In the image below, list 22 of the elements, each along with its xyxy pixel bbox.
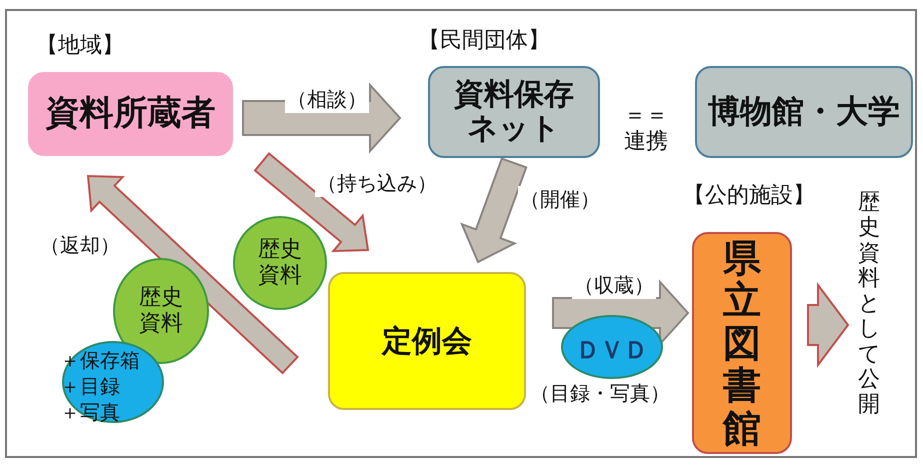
block-arrow — [460, 157, 528, 264]
vertical-caption: 歴史資料として公開 — [858, 190, 880, 418]
group-heading: 【公的施設】 — [683, 182, 815, 210]
group-heading: 【地域】 — [36, 32, 124, 60]
note-text: ＋写真 — [60, 400, 120, 424]
edge-label: （相談） — [285, 86, 369, 113]
process-box: 定例会 — [328, 272, 526, 410]
process-box: 資料所蔵者 — [28, 72, 233, 156]
disc-label: ＤＶＤ — [576, 334, 648, 366]
block-arrow — [254, 152, 370, 252]
note-label: 連携 — [623, 128, 669, 156]
block-arrow — [86, 174, 299, 374]
note-text: ＋目録 — [60, 374, 120, 398]
block-arrow — [807, 282, 850, 368]
circle-label: 歴史資料 — [233, 216, 327, 310]
vertical-title: 県立図書館 — [723, 236, 761, 450]
process-box: 資料保存ネット — [428, 66, 600, 158]
note-label: ＝＝ — [623, 102, 669, 130]
group-heading: 【民間団体】 — [418, 27, 550, 55]
process-box: 博物館・大学 — [695, 66, 913, 158]
caption-text: （目録・写真） — [530, 380, 670, 407]
note-text: ＋保存箱 — [60, 348, 140, 372]
